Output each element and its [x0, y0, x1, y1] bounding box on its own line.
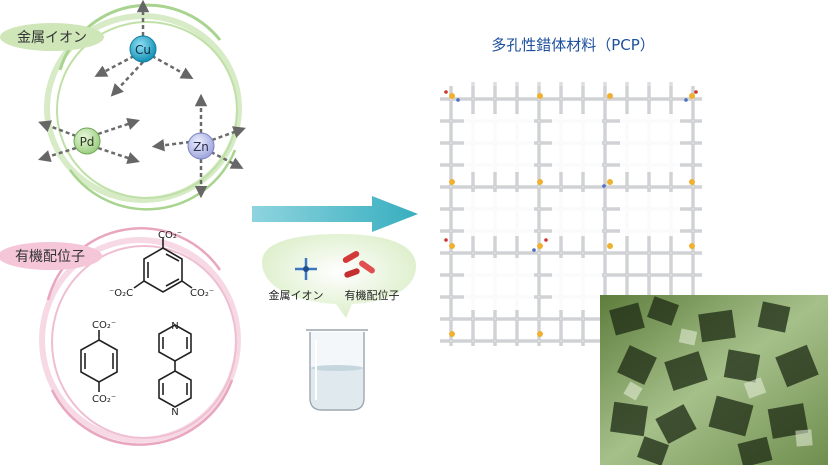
- metal-ion-icon: [295, 258, 317, 280]
- ligand-ring: [39, 227, 241, 446]
- btc-right-group: CO₂⁻: [190, 288, 214, 299]
- beaker: [306, 329, 368, 411]
- pd-ion: [38, 118, 140, 164]
- ligand-label: 有機配位子: [0, 242, 102, 270]
- reaction-arrow: [252, 196, 418, 232]
- zn-ion: [151, 93, 246, 199]
- ligand-label-text: 有機配位子: [15, 249, 85, 265]
- cu-sphere: [129, 35, 157, 63]
- cu-ion: [94, 0, 194, 97]
- ligands-group: 有機配位子 CO₂⁻ ⁻O₂C CO₂⁻ CO₂⁻ CO₂⁻: [0, 227, 241, 446]
- speech-bubble: [262, 234, 416, 318]
- metal-ions-group: 金属イオン Cu Pd Zn: [0, 0, 246, 211]
- pd-sphere: [73, 127, 101, 155]
- ligand-icon: [342, 251, 375, 278]
- pd-label: Pd: [80, 135, 95, 149]
- zn-label: Zn: [193, 140, 209, 154]
- btc-top-group: CO₂⁻: [158, 230, 182, 241]
- bdc-bottom-group: CO₂⁻: [92, 394, 116, 405]
- cu-label: Cu: [135, 43, 151, 57]
- crystal-photo: [600, 295, 828, 465]
- zn-sphere: [187, 132, 215, 160]
- bdc-top-group: CO₂⁻: [92, 320, 116, 331]
- metal-ring: [44, 3, 242, 211]
- ligand-btc: [133, 238, 193, 293]
- bpy-top-n: N: [171, 321, 178, 332]
- beaker-metal-label: 金属イオン: [269, 288, 324, 302]
- bpy-bottom-n: N: [171, 407, 178, 418]
- beaker-ligand-label: 有機配位子: [345, 288, 400, 302]
- metal-label-text: 金属イオン: [17, 30, 87, 46]
- metal-label: 金属イオン: [0, 23, 104, 51]
- ligand-label-bg: [0, 242, 102, 270]
- pcp-title: 多孔性錯体材料（PCP）: [491, 36, 655, 54]
- ligand-bdc: [80, 330, 118, 392]
- ligand-bpy: [158, 324, 192, 408]
- btc-left-group: ⁻O₂C: [109, 288, 133, 299]
- beaker-group: 金属イオン 有機配位子: [262, 234, 416, 411]
- metal-label-bg: [0, 23, 104, 51]
